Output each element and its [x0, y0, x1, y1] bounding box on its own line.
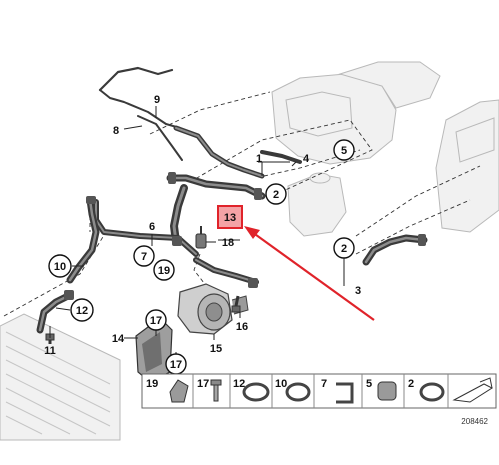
callout-14[interactable]: 14: [112, 333, 125, 345]
svg-text:2: 2: [273, 189, 279, 201]
ghost-background-components: [0, 61, 499, 441]
callout-19[interactable]: 19: [153, 259, 175, 281]
svg-text:12: 12: [233, 378, 245, 390]
callout-5[interactable]: 5: [333, 139, 355, 161]
legend-item-19[interactable]: 19: [146, 378, 189, 403]
legend-item-12[interactable]: 12: [233, 378, 270, 402]
callout-18[interactable]: 18: [222, 237, 234, 249]
legend-item-10[interactable]: 10: [275, 378, 311, 402]
svg-text:15: 15: [210, 343, 222, 355]
callout-16[interactable]: 16: [236, 321, 248, 333]
parts-legend-strip: 19 17 12 10 7 5 2: [141, 373, 497, 409]
callout-8[interactable]: 8: [113, 125, 119, 137]
red-pointer-arrow-icon: [244, 226, 375, 321]
callout-2-upper[interactable]: 2: [265, 183, 287, 205]
drawing-number: 208462: [461, 417, 488, 426]
callout-17-lower[interactable]: 17: [165, 353, 187, 375]
svg-text:2: 2: [341, 243, 347, 255]
svg-text:3: 3: [355, 285, 361, 297]
svg-text:17: 17: [170, 359, 182, 371]
svg-text:6: 6: [149, 221, 155, 233]
callout-10[interactable]: 10: [48, 254, 72, 278]
legend-item-7[interactable]: 7: [321, 378, 354, 404]
callout-15[interactable]: 15: [210, 343, 222, 355]
callout-9[interactable]: 9: [154, 94, 160, 106]
callout-2-right[interactable]: 2: [333, 237, 355, 259]
svg-text:19: 19: [158, 265, 170, 277]
svg-text:16: 16: [236, 321, 248, 333]
svg-text:4: 4: [303, 153, 310, 165]
water-pump: [135, 226, 249, 383]
svg-text:11: 11: [44, 345, 56, 357]
svg-text:5: 5: [341, 145, 347, 157]
callout-7[interactable]: 7: [133, 245, 155, 267]
callout-11[interactable]: 11: [44, 345, 56, 357]
svg-text:8: 8: [113, 125, 119, 137]
coolant-hoses: [36, 66, 428, 334]
svg-text:1: 1: [256, 153, 262, 165]
svg-text:5: 5: [366, 378, 372, 390]
svg-text:10: 10: [275, 378, 287, 390]
callout-12[interactable]: 12: [70, 298, 94, 322]
svg-text:13: 13: [224, 212, 236, 224]
svg-text:19: 19: [146, 378, 158, 390]
callout-3[interactable]: 3: [355, 285, 361, 297]
svg-text:17: 17: [150, 315, 162, 327]
svg-text:9: 9: [154, 94, 160, 106]
legend-cell-tool-icon: [452, 377, 494, 403]
callout-4[interactable]: 4: [303, 153, 310, 165]
svg-text:14: 14: [112, 333, 125, 345]
legend-item-5[interactable]: 5: [366, 378, 397, 401]
callout-13-highlighted[interactable]: 13: [217, 205, 243, 229]
legend-item-17[interactable]: 17: [197, 378, 222, 402]
legend-item-2[interactable]: 2: [408, 378, 445, 402]
callout-1[interactable]: 1: [256, 153, 262, 165]
svg-text:7: 7: [321, 378, 327, 390]
svg-text:10: 10: [54, 261, 66, 273]
svg-text:12: 12: [76, 305, 88, 317]
callout-17-upper[interactable]: 17: [145, 309, 167, 331]
svg-text:17: 17: [197, 378, 209, 390]
svg-text:7: 7: [141, 251, 147, 263]
svg-text:2: 2: [408, 378, 414, 390]
svg-text:18: 18: [222, 237, 234, 249]
callout-6[interactable]: 6: [149, 221, 155, 233]
